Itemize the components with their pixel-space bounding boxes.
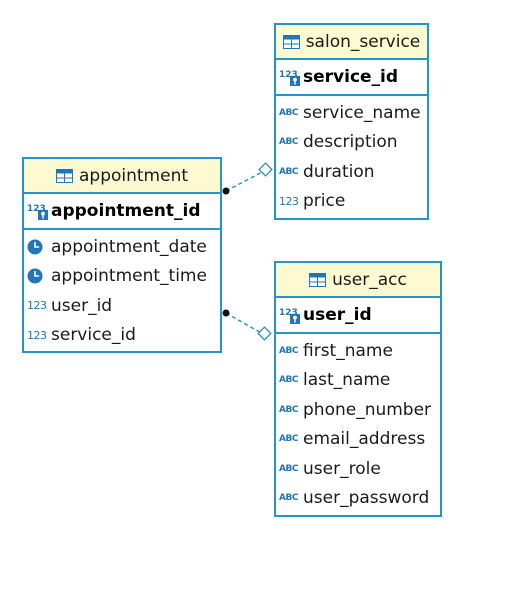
pk-numeric-icon: 123 — [279, 68, 301, 86]
primary-key-name: user_id — [303, 305, 372, 325]
text-icon: ABC — [279, 375, 298, 386]
text-icon: ABC — [279, 137, 298, 148]
entity-title: user_acc — [332, 269, 407, 290]
column-name: duration — [303, 161, 375, 182]
text-icon: ABC — [279, 434, 298, 445]
column-row[interactable]: ABC first_name — [276, 336, 440, 366]
primary-key-row[interactable]: 123 user_id — [276, 298, 440, 334]
relationship-line-appointment-salon-service — [225, 169, 267, 192]
column-row[interactable]: ABC description — [276, 128, 427, 158]
relationship-end-dot-icon — [222, 309, 230, 317]
relationship-appointment-salon-service — [222, 162, 273, 195]
column-name: phone_number — [303, 399, 432, 420]
table-icon — [309, 272, 327, 287]
entity-title: salon_service — [305, 31, 421, 52]
entity-salon-service[interactable]: salon_service 123 service_id ABC service_… — [274, 23, 429, 220]
column-row[interactable]: 123 service_id — [24, 321, 220, 351]
svg-text:123: 123 — [279, 308, 298, 318]
column-name: user_password — [303, 488, 430, 509]
relationship-line-appointment-user-acc — [225, 312, 264, 335]
column-name: user_role — [303, 458, 381, 479]
primary-key-row[interactable]: 123 service_id — [276, 60, 427, 96]
column-row[interactable]: ABC service_name — [276, 98, 427, 128]
column-row[interactable]: ABC phone_number — [276, 395, 440, 425]
column-row[interactable]: appointment_date — [24, 232, 220, 262]
primary-key-row[interactable]: 123 appointment_id — [24, 194, 220, 230]
column-row[interactable]: ABC last_name — [276, 366, 440, 396]
column-name: first_name — [303, 340, 393, 361]
clock-icon — [27, 238, 49, 256]
text-icon: ABC — [279, 493, 298, 504]
primary-key-name: service_id — [303, 67, 399, 87]
svg-text:123: 123 — [27, 204, 46, 214]
numeric-icon: 123 — [27, 328, 47, 342]
entity-title: appointment — [78, 165, 189, 186]
text-icon: ABC — [279, 166, 298, 177]
column-name: last_name — [303, 370, 391, 391]
text-icon: ABC — [279, 345, 298, 356]
column-row[interactable]: ABC user_role — [276, 454, 440, 484]
numeric-icon: 123 — [27, 299, 47, 313]
relationship-end-diamond-icon — [257, 326, 272, 341]
relationship-end-diamond-icon — [258, 162, 273, 177]
column-row[interactable]: ABC user_password — [276, 484, 440, 514]
text-icon: ABC — [279, 463, 298, 474]
text-icon: ABC — [279, 107, 298, 118]
pk-numeric-icon: 123 — [279, 306, 301, 324]
entity-appointment[interactable]: appointment 123 appointment_id appointme… — [22, 157, 222, 353]
column-name: appointment_date — [51, 236, 207, 257]
column-row[interactable]: appointment_time — [24, 262, 220, 292]
relationship-end-dot-icon — [222, 187, 230, 195]
column-name: price — [303, 191, 346, 212]
table-icon — [55, 168, 73, 183]
text-icon: ABC — [279, 404, 298, 415]
column-name: appointment_time — [51, 266, 207, 287]
column-name: description — [303, 132, 398, 153]
numeric-icon: 123 — [279, 194, 299, 208]
clock-icon — [27, 267, 49, 285]
svg-text:123: 123 — [279, 70, 298, 80]
primary-key-name: appointment_id — [51, 201, 201, 221]
column-row[interactable]: 123 user_id — [24, 291, 220, 321]
column-list: appointment_date appointment_time 123 user_… — [24, 230, 220, 350]
column-row[interactable]: 123 price — [276, 187, 427, 217]
relationship-appointment-user-acc — [222, 309, 272, 341]
column-row[interactable]: ABC email_address — [276, 425, 440, 455]
entity-header[interactable]: user_acc — [276, 263, 440, 298]
table-icon — [282, 34, 300, 49]
column-name: email_address — [303, 429, 426, 450]
column-name: service_id — [51, 325, 136, 346]
entity-header[interactable]: salon_service — [276, 25, 427, 60]
column-name: user_id — [51, 295, 113, 316]
column-row[interactable]: ABC duration — [276, 157, 427, 187]
pk-numeric-icon: 123 — [27, 202, 49, 220]
column-name: service_name — [303, 102, 421, 123]
entity-header[interactable]: appointment — [24, 159, 220, 194]
